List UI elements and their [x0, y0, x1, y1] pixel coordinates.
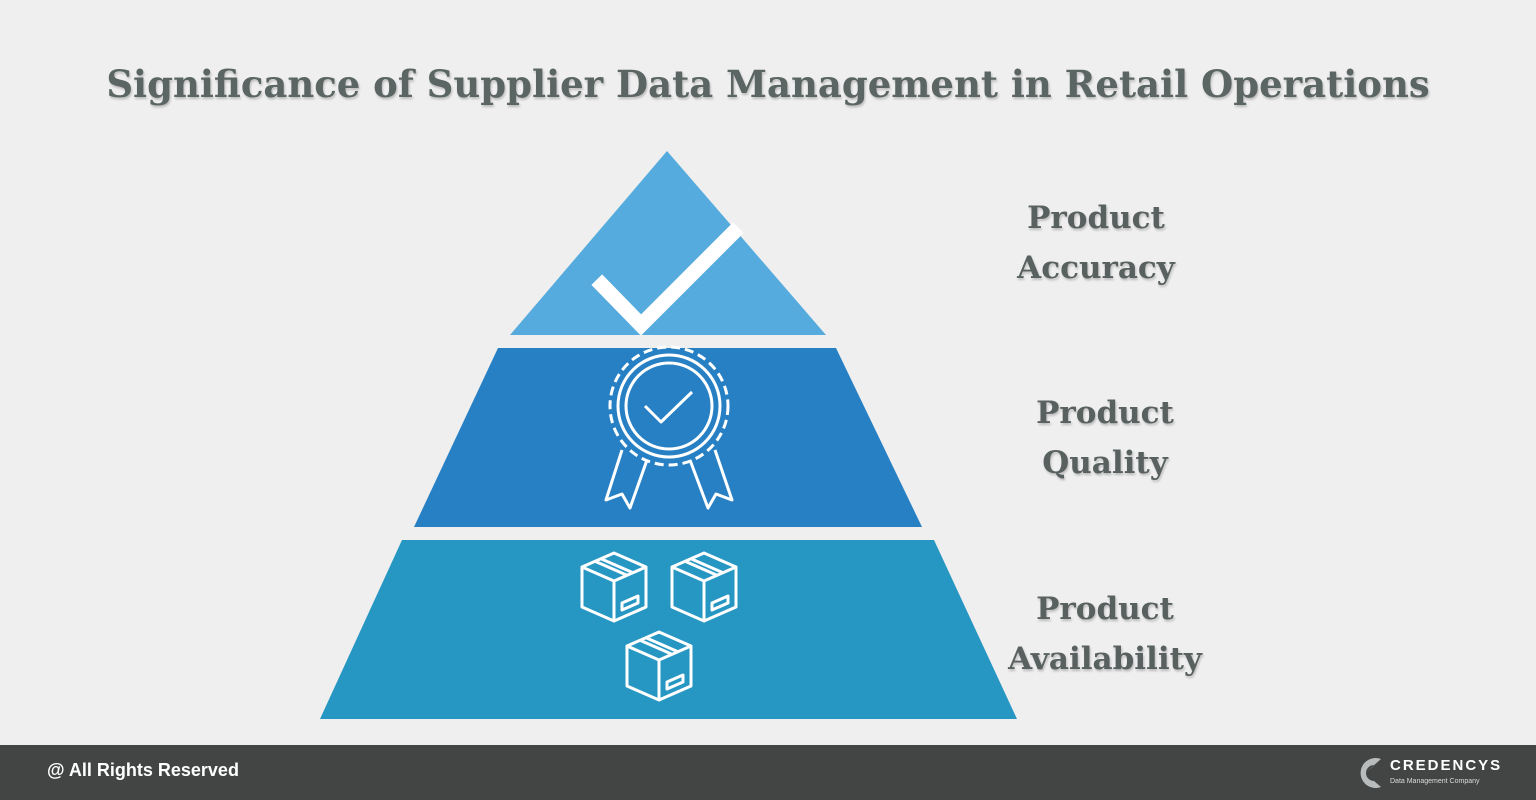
- logo-mark-icon: [1360, 758, 1381, 788]
- tier-label-quality: Product Quality: [1036, 395, 1174, 481]
- page-title: Significance of Supplier Data Management…: [106, 62, 1430, 106]
- pyramid-diagram: [320, 151, 1017, 719]
- brand-name: CREDENCYS: [1390, 757, 1503, 774]
- copyright-text: @ All Rights Reserved: [47, 760, 239, 780]
- tier-label-availability: Product Availability: [1008, 591, 1202, 677]
- pyramid-tier-bottom: [320, 540, 1017, 719]
- credencys-logo: CREDENCYS Data Management Company: [1354, 753, 1500, 793]
- brand-tagline: Data Management Company: [1390, 778, 1480, 785]
- footer-bar: @ All Rights Reserved CREDENCYS Data Man…: [0, 745, 1536, 800]
- checkmark-icon: [591, 222, 744, 336]
- award-ribbon-icon: [604, 345, 734, 510]
- tier-label-accuracy: Product Accuracy: [1017, 200, 1175, 286]
- pyramid-tier-top: [510, 151, 826, 335]
